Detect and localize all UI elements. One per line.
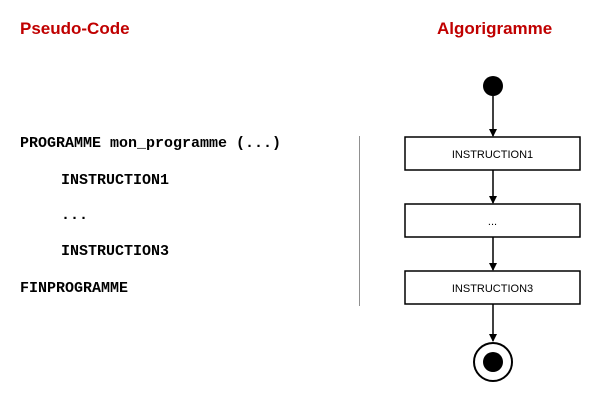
code-line-programme: PROGRAMME mon_programme (...) <box>20 135 282 152</box>
box-ellipsis-label: ... <box>488 216 497 228</box>
code-line-instruction1: INSTRUCTION1 <box>61 172 170 189</box>
pseudo-code-heading: Pseudo-Code <box>20 19 130 38</box>
code-line-ellipsis: ... <box>61 207 89 224</box>
start-node <box>483 76 503 96</box>
box-instruction1 <box>404 136 581 171</box>
code-line-instruction3: INSTRUCTION3 <box>61 243 170 260</box>
code-line-finprogramme: FINPROGRAMME <box>20 280 129 297</box>
box-instruction1-label: INSTRUCTION1 <box>452 149 533 161</box>
box-instruction3-label: INSTRUCTION3 <box>452 283 533 295</box>
box-ellipsis <box>404 203 581 238</box>
box-instruction3 <box>404 270 581 305</box>
algorigramme-heading: Algorigramme <box>437 19 553 38</box>
end-node-dot <box>483 352 503 372</box>
vertical-divider <box>359 136 360 306</box>
